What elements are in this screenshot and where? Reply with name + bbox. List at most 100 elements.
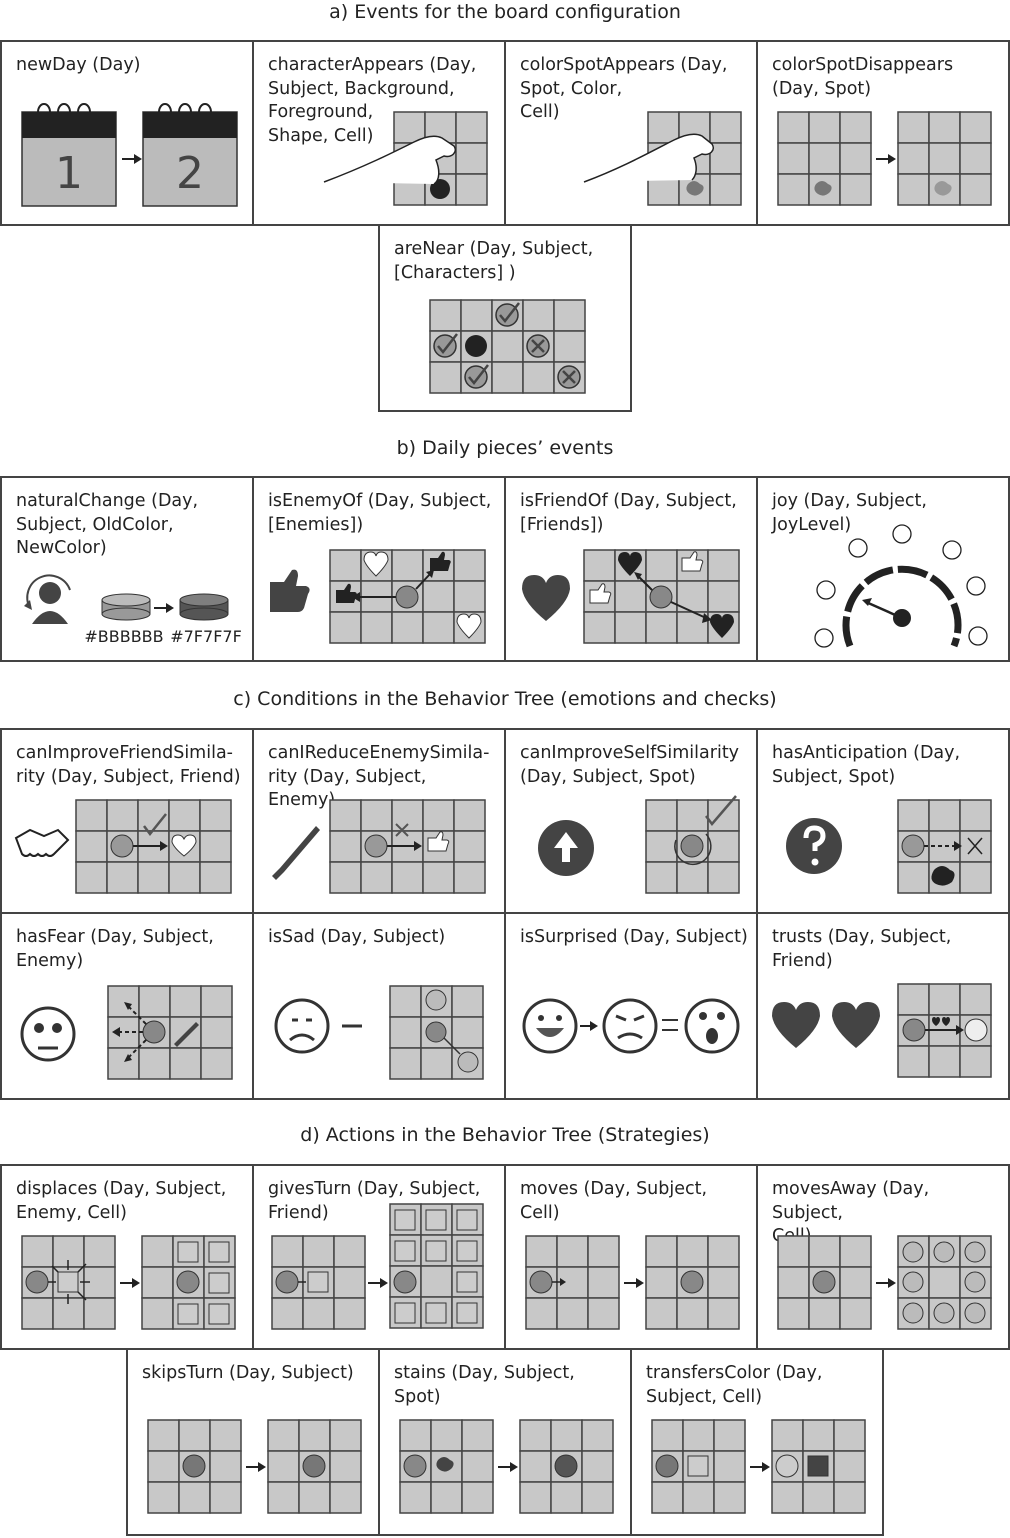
panel-label: hasAnticipation (Day, Subject, Spot) <box>772 743 961 787</box>
board-cell <box>329 799 362 832</box>
board-cell <box>651 1419 684 1452</box>
board-cell <box>21 1235 54 1268</box>
board-cell <box>422 799 455 832</box>
subject-piece <box>901 834 925 858</box>
panel-label: naturalChange (Day, Subject, OldColor, N… <box>16 491 199 558</box>
board-cell <box>141 1235 174 1268</box>
board-cell <box>333 1235 366 1268</box>
color-spot <box>814 181 832 196</box>
board-cell <box>138 1047 171 1080</box>
board-cell <box>709 142 742 175</box>
new-color-label: #7F7F7F <box>170 627 242 646</box>
subject-piece <box>25 1270 49 1294</box>
panel-newday: newDay (Day) 1 2 <box>0 40 254 226</box>
board-grid <box>519 1419 614 1514</box>
board-cell <box>808 1235 841 1268</box>
heart-icon <box>522 575 570 621</box>
board-cell <box>329 1450 362 1483</box>
enemy-piece <box>57 1271 79 1293</box>
heart-icon <box>710 614 734 638</box>
old-color-label: #BBBBBB <box>84 627 163 646</box>
board-cell <box>682 1481 715 1514</box>
board-cell <box>519 1419 552 1452</box>
heart-icon <box>456 613 482 639</box>
board-cell <box>399 1481 432 1514</box>
board-cell <box>839 111 872 144</box>
board-cell <box>430 1419 463 1452</box>
board-cell <box>491 330 524 363</box>
board-grid <box>329 549 486 644</box>
check-icon <box>499 302 520 323</box>
board-cell <box>839 1297 872 1330</box>
board-cell <box>645 830 678 863</box>
board-cell <box>391 611 424 644</box>
board-cell <box>451 1016 484 1049</box>
board-cell <box>461 1419 494 1452</box>
face-icon <box>942 540 962 560</box>
board-cell <box>461 1481 494 1514</box>
subject-piece <box>395 585 419 609</box>
panel-character-appears: characterAppears (Day, Subject, Backgrou… <box>252 40 506 226</box>
board-cell <box>709 111 742 144</box>
board-cell <box>141 1297 174 1330</box>
gauge-icon <box>814 524 988 648</box>
panel-natural-change: naturalChange (Day, Subject, OldColor, N… <box>0 476 254 662</box>
board-cell <box>707 580 740 613</box>
board-cell <box>298 1481 331 1514</box>
disk-icon <box>179 593 229 621</box>
board-cell <box>928 111 961 144</box>
board-cell <box>75 861 108 894</box>
check-icon <box>468 364 489 385</box>
board-cell <box>777 142 810 175</box>
panel-label: skipsTurn (Day, Subject) <box>142 1363 354 1383</box>
board-cell <box>833 1481 866 1514</box>
board-cell <box>429 299 462 332</box>
section-d-title: d) Actions in the Behavior Tree (Strateg… <box>300 1124 710 1146</box>
panel-label: moves (Day, Subject, Cell) <box>520 1179 708 1223</box>
board-cell <box>839 1266 872 1299</box>
board-cell <box>271 1297 304 1330</box>
hand-icon <box>583 133 714 183</box>
board-cell <box>897 111 930 144</box>
board-cell <box>137 861 170 894</box>
subject-piece <box>680 1270 704 1294</box>
board-cell <box>422 861 455 894</box>
panel-is-sad: isSad (Day, Subject) <box>252 912 506 1100</box>
subject-piece <box>364 834 388 858</box>
subject-piece <box>554 1454 578 1478</box>
board-cell <box>839 1235 872 1268</box>
fading-spot <box>934 181 952 196</box>
panel-can-improve-self-similarity: canImproveSelfSimilarity (Day, Subject, … <box>504 728 758 914</box>
board-cell <box>928 142 961 175</box>
panel-label: isSurprised (Day, Subject) <box>520 927 748 947</box>
board-cell <box>360 861 393 894</box>
calendar-day-1: 1 <box>55 148 83 199</box>
thumbs-down-icon <box>681 551 704 572</box>
board-cell <box>839 142 872 175</box>
face-icon <box>680 834 704 858</box>
cross-icon <box>531 339 545 353</box>
board-cell <box>550 1419 583 1452</box>
board-cell <box>645 1266 678 1299</box>
panel-label: displaces (Day, Subject, Enemy, Cell) <box>16 1179 227 1223</box>
board-cell <box>777 1235 810 1268</box>
panel-label: isEnemyOf (Day, Subject, [Enemies]) <box>268 491 492 535</box>
board-cell <box>839 173 872 206</box>
board-cell <box>329 1419 362 1452</box>
board-cell <box>777 1266 810 1299</box>
board-cell <box>267 1450 300 1483</box>
board-cell <box>422 611 455 644</box>
board-cell <box>645 611 678 644</box>
board-cell <box>645 1235 678 1268</box>
board-cell <box>106 799 139 832</box>
board-cell <box>360 799 393 832</box>
subject-piece <box>465 335 487 357</box>
board-cell <box>298 1419 331 1452</box>
board-cell <box>676 861 709 894</box>
board-cell <box>209 1450 242 1483</box>
board-cell <box>676 799 709 832</box>
panel-colorspot-disappears: colorSpotDisappears (Day, Spot) <box>756 40 1010 226</box>
board-cell <box>329 861 362 894</box>
panel-can-reduce-enemy-similarity: canIReduceEnemySimila- rity (Day, Subjec… <box>252 728 506 914</box>
heart-icon <box>171 834 197 857</box>
